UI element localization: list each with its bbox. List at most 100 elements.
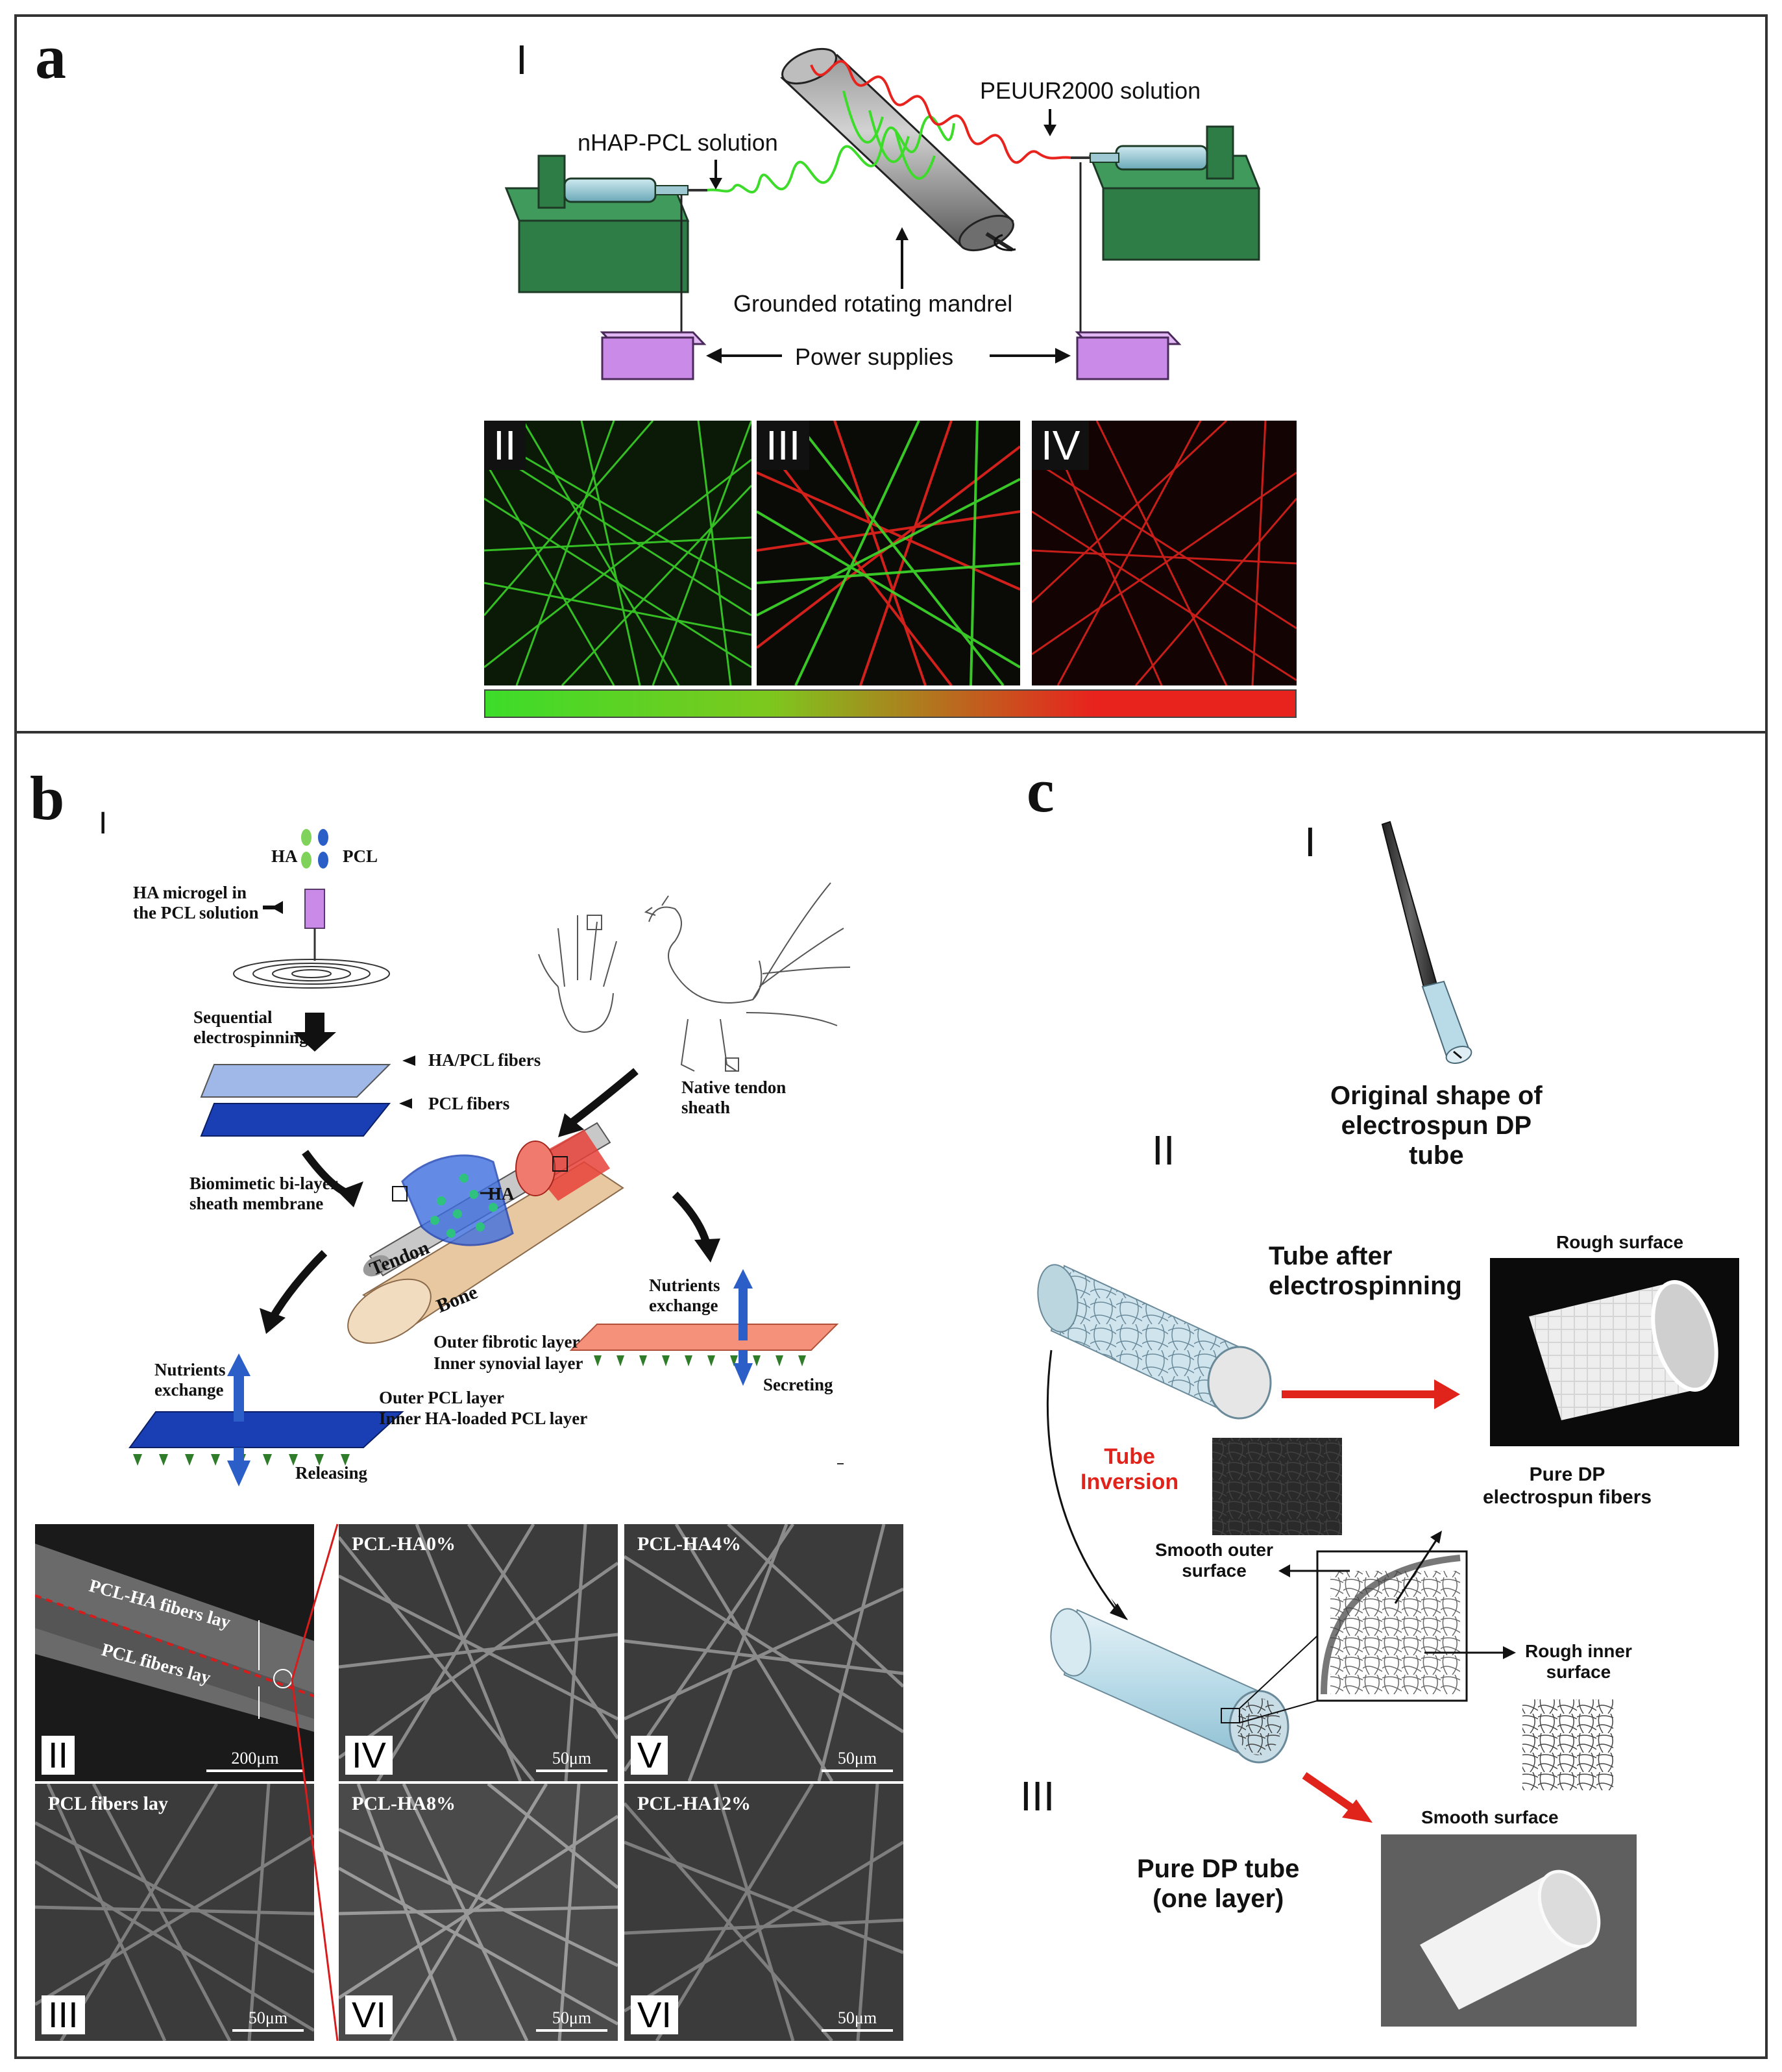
label-pure-dp-tube: Pure DP tube (one layer) xyxy=(1137,1855,1300,1913)
label-pure-dp-fibers: Pure DP electrospun fibers xyxy=(1483,1464,1652,1508)
photo-rough-tube xyxy=(1490,1258,1739,1446)
panel-b-letter: b xyxy=(30,763,65,833)
left-power-supply xyxy=(600,331,707,380)
micrograph-tag-iii: III xyxy=(757,421,810,470)
red-fiber-jet xyxy=(810,60,1071,164)
sem-pcl-ha0: PCL-HA0% IV 50μm xyxy=(339,1524,618,1781)
panel-c-roman-1: I xyxy=(1304,819,1316,865)
label-ha-microgel: HA microgel in the PCL solution xyxy=(133,883,259,923)
label-nutrients-exchange-right: Nutrients exchange xyxy=(649,1276,720,1316)
sem-pcl-ha12: PCL-HA12% VI 50μm xyxy=(624,1784,903,2041)
rough-tube-graphic xyxy=(1529,1280,1718,1420)
sem-title-ha8: PCL-HA8% xyxy=(352,1793,456,1814)
label-tube-after-electrospinning: Tube after electrospinning xyxy=(1269,1242,1462,1300)
ha-pcl-fiber-layer xyxy=(200,1064,391,1098)
panel-a-roman-1: I xyxy=(516,36,528,83)
right-syringe-pump xyxy=(1071,125,1261,261)
label-nhap-pcl-solution: nHAP-PCL solution xyxy=(578,129,778,156)
photo-title-smooth-surface: Smooth surface xyxy=(1421,1807,1559,1827)
label-rough-inner-surface: Rough inner surface xyxy=(1525,1641,1632,1683)
mixed-fiber-mesh xyxy=(757,421,1020,685)
smooth-tube xyxy=(1050,1608,1289,1764)
label-original-shape: Original shape of electrospun DP tube xyxy=(1330,1081,1543,1170)
scalebar-50um-iii: 50μm xyxy=(232,2008,304,2032)
scalebar-200um: 200μm xyxy=(206,1749,304,1772)
scalebar-50-label: 50μm xyxy=(837,2008,877,2027)
biomimetic-sheath xyxy=(401,1154,514,1246)
scalebar-50um-v: 50μm xyxy=(822,1749,893,1772)
fiber-swirl xyxy=(233,959,390,989)
label-inner-ha-pcl-layer: Inner HA-loaded PCL layer xyxy=(379,1409,588,1428)
sem-cross-section-graphic xyxy=(35,1524,314,1781)
pcl-fiber-layer xyxy=(200,1103,391,1137)
label-smooth-outer-surface: Smooth outer surface xyxy=(1155,1540,1273,1581)
sem-fiber-mesh-vi-b xyxy=(624,1784,903,2041)
native-membrane xyxy=(569,1324,839,1351)
hand-and-rooster-sketch xyxy=(538,882,851,1072)
wall-detail-inset xyxy=(1239,1531,1516,1723)
panel-c-roman-3: III xyxy=(1020,1773,1055,1819)
label-outer-fibrotic-layer: Outer fibrotic layer xyxy=(433,1332,580,1351)
bilayer-membrane xyxy=(128,1411,404,1448)
sem-title-ha4: PCL-HA4% xyxy=(637,1533,741,1555)
sem-fiber-mesh-v xyxy=(624,1524,903,1781)
label-nutrients-exchange-left: Nutrients exchange xyxy=(154,1360,226,1400)
label-native-tendon-sheath: Native tendon sheath xyxy=(681,1078,787,1118)
sem-tag-ii: II xyxy=(42,1736,75,1775)
scalebar-50um-vi-b: 50μm xyxy=(822,2008,893,2032)
panel-c-roman-2: II xyxy=(1152,1127,1175,1174)
label-inner-synovial-layer: Inner synovial layer xyxy=(433,1353,583,1373)
sem-cross-section: PCL-HA fibers lay PCL fibers lay II 200μ… xyxy=(35,1524,314,1781)
label-ha-particles: HA xyxy=(488,1184,515,1203)
sem-tag-vi-b: VI xyxy=(631,1995,678,2034)
left-syringe-pump xyxy=(504,154,707,293)
ha-pcl-droplets xyxy=(301,829,328,869)
dp-tube-schematic xyxy=(1037,820,1613,1823)
green-fiber-jet xyxy=(707,115,955,193)
sem-fiber-mesh-iv xyxy=(339,1524,618,1781)
tendon-sheath-schematic xyxy=(128,829,851,1486)
sem-title-ha0: PCL-HA0% xyxy=(352,1533,456,1555)
scalebar-50-label: 50μm xyxy=(552,1749,592,1768)
panel-c-letter: c xyxy=(1027,756,1055,825)
label-ha: HA xyxy=(271,846,298,866)
right-power-supply xyxy=(1075,331,1182,380)
sem-pcl-ha8: PCL-HA8% VI 50μm xyxy=(339,1784,618,2041)
scalebar-50um-vi-a: 50μm xyxy=(536,2008,607,2032)
label-power-supplies: Power supplies xyxy=(795,343,954,370)
sem-pcl-ha4: PCL-HA4% V 50μm xyxy=(624,1524,903,1781)
panel-bc-frame xyxy=(14,731,1768,2059)
dp-needle-mandrel xyxy=(1381,820,1472,1064)
label-ha-pcl-fibers: HA/PCL fibers xyxy=(428,1050,541,1070)
green-fiber-mesh xyxy=(484,421,751,685)
scalebar-50um-iv: 50μm xyxy=(536,1749,607,1772)
sem-tag-v: V xyxy=(631,1736,668,1775)
label-releasing: Releasing xyxy=(295,1463,367,1483)
label-pcl-fibers: PCL fibers xyxy=(428,1094,510,1113)
label-secreting: Secreting xyxy=(763,1375,833,1394)
label-sequential-electrospinning: Sequential electrospinning xyxy=(193,1007,308,1048)
sem-tag-iv: IV xyxy=(345,1736,393,1775)
sem-tag-vi-a: VI xyxy=(345,1995,393,2034)
micrograph-green-fibers: II xyxy=(484,421,751,685)
photo-smooth-tube xyxy=(1381,1834,1637,2027)
panel-b-roman-1: I xyxy=(99,806,108,841)
label-pcl: PCL xyxy=(343,846,378,866)
scalebar-200-label: 200μm xyxy=(231,1749,279,1768)
photo-title-rough-surface: Rough surface xyxy=(1556,1232,1684,1252)
sem-fiber-mesh-iii xyxy=(35,1784,314,2041)
micrograph-mixed-fibers: III xyxy=(757,421,1020,685)
micrograph-red-fibers: IV xyxy=(1032,421,1297,685)
sem-tag-iii: III xyxy=(42,1995,85,2034)
sem-pcl-fibers-lay: PCL fibers lay III 50μm xyxy=(35,1784,314,2041)
scalebar-50-label: 50μm xyxy=(248,2008,288,2027)
sem-title-ha12: PCL-HA12% xyxy=(637,1793,751,1814)
label-outer-pcl-layer: Outer PCL layer xyxy=(379,1388,504,1407)
label-tube-inversion: Tube Inversion xyxy=(1080,1444,1179,1495)
sem-fiber-mesh-vi-a xyxy=(339,1784,618,2041)
micrograph-tag-iv: IV xyxy=(1032,421,1090,470)
electrospinning-setup-diagram xyxy=(504,47,1261,380)
smooth-tube-graphic xyxy=(1381,1834,1637,2027)
label-biomimetic-membrane: Biomimetic bi-layer sheath membrane xyxy=(189,1174,338,1214)
label-peuur2000-solution: PEUUR2000 solution xyxy=(980,77,1201,104)
